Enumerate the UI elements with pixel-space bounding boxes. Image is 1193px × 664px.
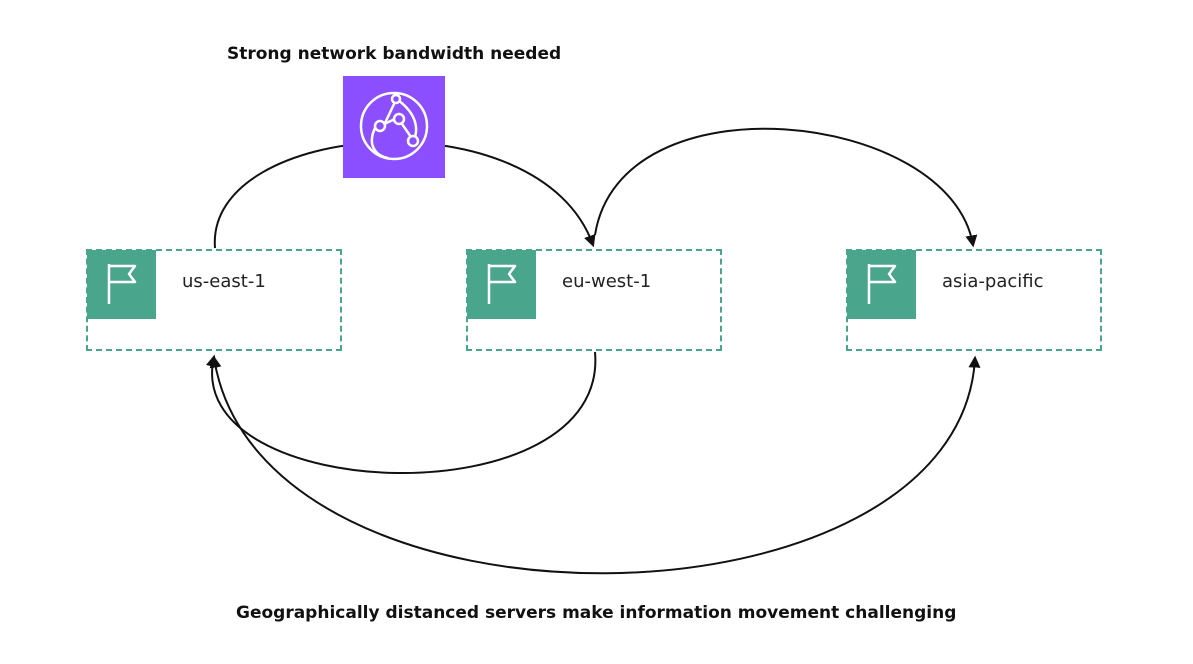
region-flag-tile (847, 250, 916, 319)
connector-asia-pacific-us-east (209, 355, 981, 575)
region-label: eu-west-1 (562, 271, 652, 292)
flag-icon (487, 264, 517, 304)
bandwidth-caption: Strong network bandwidth needed (227, 44, 562, 64)
globe-network-icon (359, 91, 429, 161)
distance-caption: Geographically distanced servers make in… (236, 603, 957, 623)
flag-icon (867, 264, 897, 304)
region-asia-pacific: asia-pacific (846, 249, 1102, 351)
region-eu-west-1: eu-west-1 (466, 249, 722, 351)
network-node (343, 76, 445, 178)
flag-icon (107, 264, 137, 304)
region-us-east-1: us-east-1 (86, 249, 342, 351)
connector-eu-west-to-us-east (206, 351, 597, 474)
region-flag-tile (87, 250, 156, 319)
region-label: us-east-1 (182, 271, 266, 292)
region-flag-tile (467, 250, 536, 319)
region-label: asia-pacific (942, 271, 1044, 292)
connector-eu-west-to-asia-pacific (594, 127, 978, 248)
